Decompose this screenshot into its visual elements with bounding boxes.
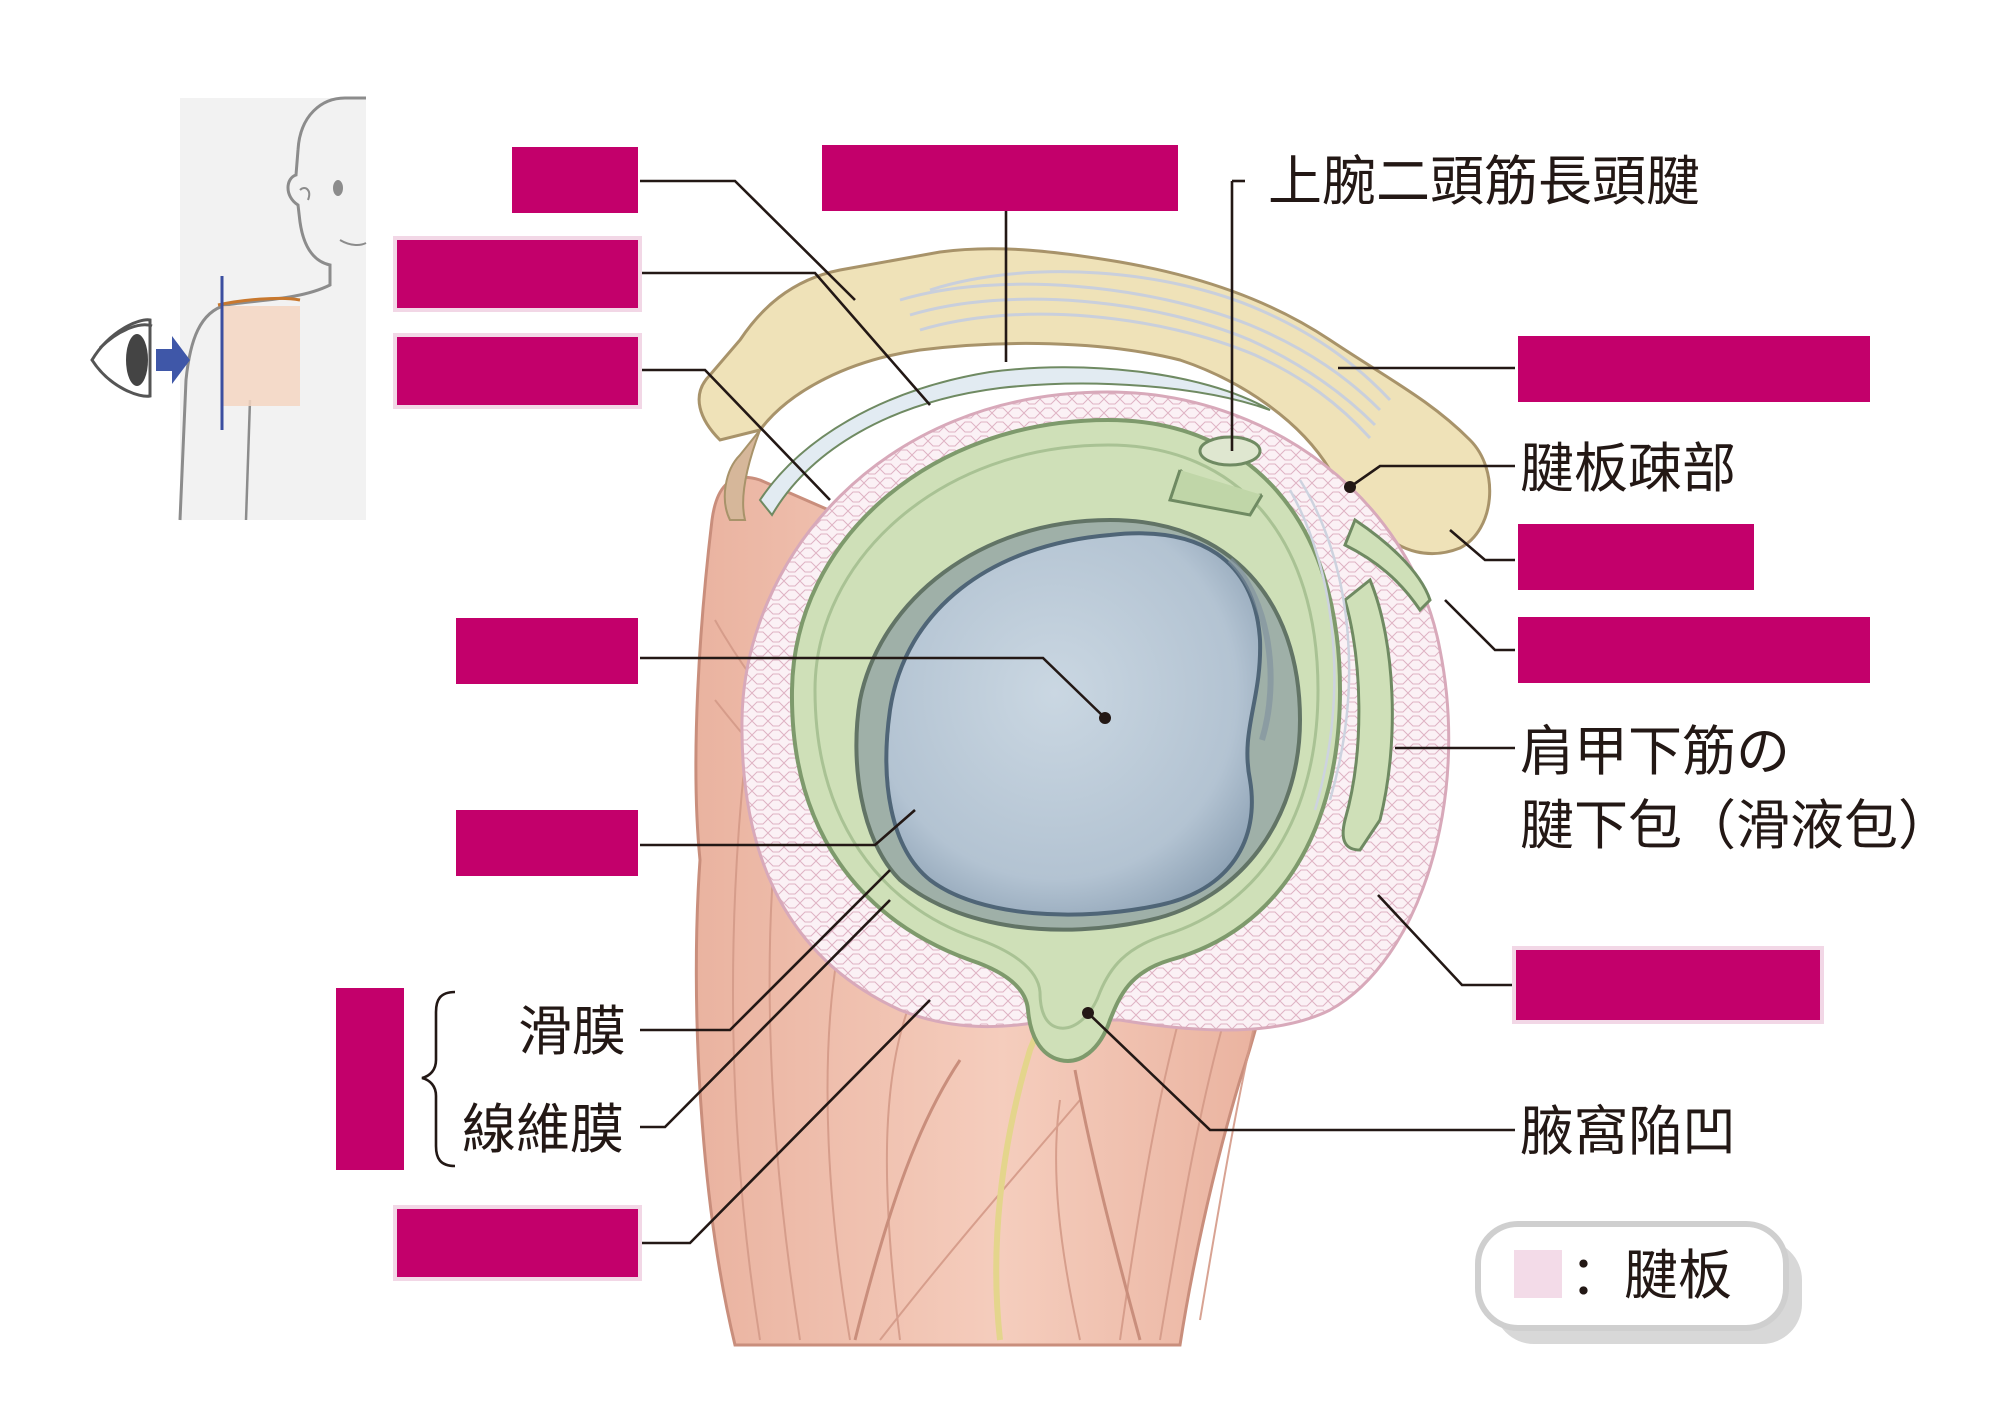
answer-box-12[interactable]: [395, 1207, 640, 1279]
answer-box-11[interactable]: [336, 988, 404, 1170]
answer-box-10[interactable]: [1514, 948, 1822, 1022]
answer-box-4[interactable]: [395, 335, 640, 407]
anatomy-illustration: [696, 249, 1490, 1345]
label-rotator-interval: 腱板疎部: [1520, 437, 1736, 500]
legend-swatch: [1514, 1250, 1562, 1298]
label-subscapular-bursa-line1: 肩甲下筋の: [1520, 720, 1790, 783]
legend: ：腱板: [1478, 1224, 1802, 1344]
label-biceps-long-head-tendon: 上腕二頭筋長頭腱: [1268, 150, 1700, 213]
label-subscapular-bursa-line2: 腱下包（滑液包）: [1520, 794, 1952, 857]
legend-rotator-cuff-label: ：腱板: [1570, 1244, 1732, 1307]
label-axillary-recess: 腋窩陥凹: [1520, 1100, 1736, 1163]
answer-box-2[interactable]: [822, 145, 1178, 211]
orientation-figure: [92, 98, 366, 520]
answer-box-3[interactable]: [395, 238, 640, 310]
answer-box-8[interactable]: [456, 618, 638, 684]
answer-box-1[interactable]: [512, 147, 638, 213]
eye-icon: [92, 320, 152, 396]
label-fibrous-membrane: 線維膜: [462, 1098, 624, 1161]
answer-box-5[interactable]: [1518, 336, 1870, 402]
answer-box-9[interactable]: [456, 810, 638, 876]
answer-box-7[interactable]: [1518, 617, 1870, 683]
label-synovial-membrane: 滑膜: [518, 1000, 626, 1063]
membrane-brace: [422, 992, 455, 1166]
answer-box-6[interactable]: [1518, 524, 1754, 590]
